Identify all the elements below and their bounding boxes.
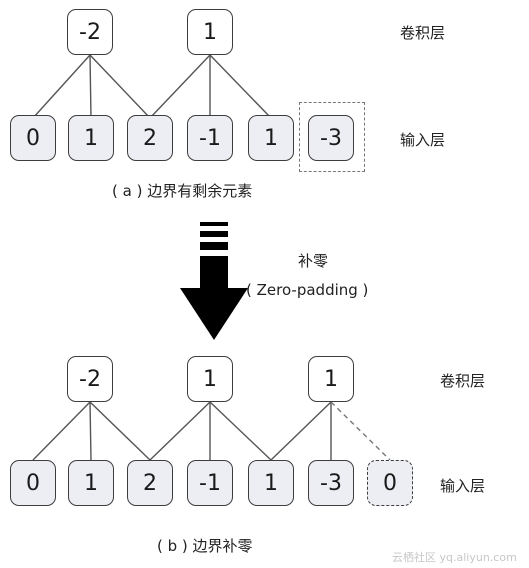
conv-node-a-0: -2	[67, 9, 113, 55]
caption-a: ( a ) 边界有剩余元素	[112, 182, 253, 200]
input-node-b-4: 1	[248, 460, 294, 506]
input-layer-label-b: 输入层	[440, 477, 486, 495]
conv-node-b-0: -2	[67, 356, 113, 402]
input-layer-label-a: 输入层	[400, 131, 446, 149]
edge-b-c1-i2	[149, 401, 211, 461]
input-node-a-5: -3	[308, 115, 354, 161]
edge-b-c0-i2	[89, 401, 151, 461]
padding-node-b-6: 0	[367, 460, 413, 506]
input-node-a-2: 2	[127, 115, 173, 161]
conv-node-b-1: 1	[187, 356, 233, 402]
conv-node-a-1: 1	[187, 9, 233, 55]
conv-node-b-2: 1	[308, 356, 354, 402]
input-node-b-2: 2	[127, 460, 173, 506]
edge-b-c1-i4	[209, 401, 272, 461]
caption-b: ( b ) 边界补零	[157, 537, 253, 555]
zero-padding-label-cn: 补零	[298, 252, 329, 270]
input-node-a-3: -1	[187, 115, 233, 161]
input-node-a-1: 1	[68, 115, 114, 161]
edge-b-c2-i4	[270, 401, 332, 461]
edge-a-c1-i4	[209, 54, 272, 119]
input-node-a-4: 1	[248, 115, 294, 161]
input-node-b-5: -3	[308, 460, 354, 506]
conv-layer-label-b: 卷积层	[440, 372, 486, 390]
edge-b-c0-i0	[32, 401, 91, 461]
input-node-a-0: 0	[10, 115, 56, 161]
conv-layer-label-a: 卷积层	[400, 24, 446, 42]
edge-a-c0-i1	[89, 54, 92, 119]
watermark: 云栖社区 yq.aliyun.com	[392, 551, 517, 564]
input-node-b-1: 1	[68, 460, 114, 506]
input-node-b-3: -1	[187, 460, 233, 506]
edge-a-c0-i0	[32, 54, 91, 119]
edge-b-c0-i1	[89, 401, 92, 461]
edge-a-c1-i2	[149, 54, 211, 119]
edge-a-c0-i2	[89, 54, 151, 119]
remaining-element-box	[299, 102, 365, 172]
input-node-b-0: 0	[10, 460, 56, 506]
zero-padding-label-en: ( Zero-padding )	[246, 281, 369, 299]
edge-b-c2-i6-dashed	[330, 401, 391, 461]
